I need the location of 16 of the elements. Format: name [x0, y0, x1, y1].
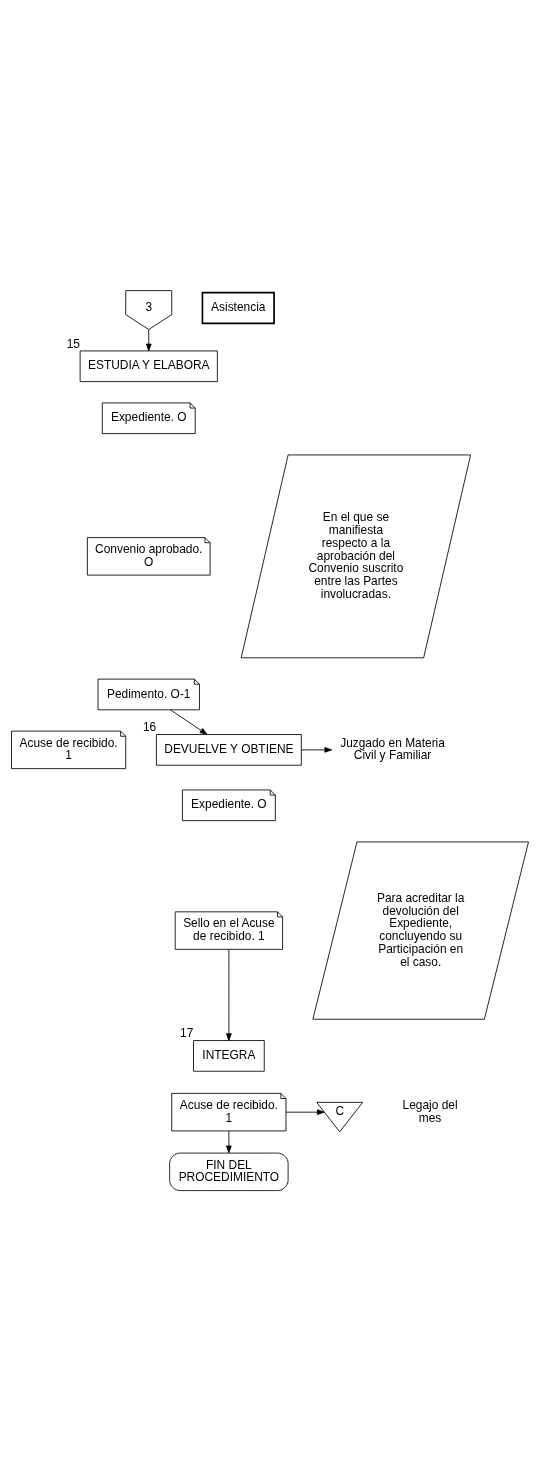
- arrow: [226, 948, 232, 1041]
- node-text: Juzgado en Materia Civil y Familiar: [340, 735, 445, 762]
- node-label: 15: [66, 336, 80, 351]
- arrow: [226, 1130, 232, 1153]
- node-box: INTEGRA: [193, 1039, 265, 1072]
- node-label: 16: [142, 719, 157, 734]
- node-box: ESTUDIA Y ELABORA: [79, 350, 218, 382]
- arrow: [301, 746, 333, 753]
- arrow: [170, 709, 208, 735]
- arrow: [285, 1108, 325, 1115]
- node-label: Legajo del mes: [402, 1097, 458, 1125]
- arrow: [145, 328, 152, 351]
- node-box: DEVUELVE Y OBTIENE: [156, 733, 302, 766]
- node-label: 17: [180, 1025, 194, 1040]
- node-box: Asistencia: [201, 291, 275, 324]
- node-box: FIN DEL PROCEDIMIENTO: [169, 1152, 289, 1191]
